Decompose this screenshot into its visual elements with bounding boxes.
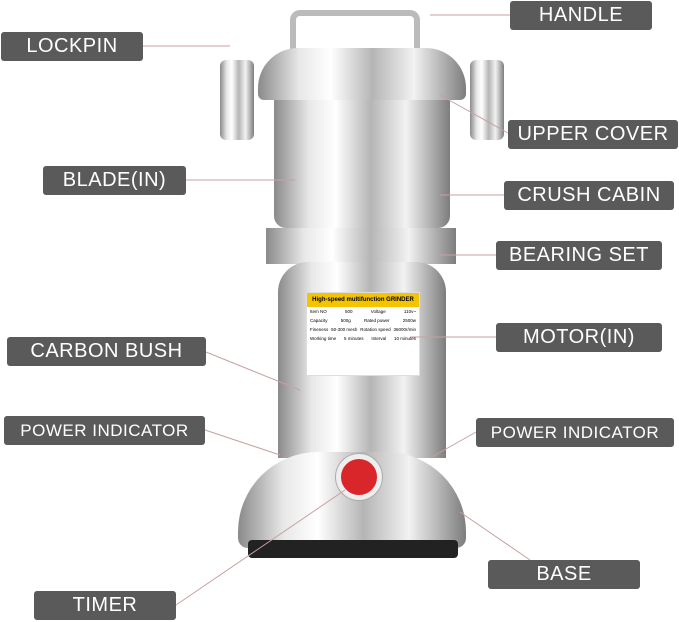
spec-plate: High-speed multifunction GRINDER Item NO… bbox=[306, 292, 420, 376]
leader-power-indicator-left bbox=[204, 429, 281, 456]
label-base: BASE bbox=[488, 560, 640, 589]
plate-value: 2500w bbox=[402, 318, 416, 323]
label-lockpin: LOCKPIN bbox=[1, 32, 143, 61]
label-motor: MOTOR(IN) bbox=[496, 323, 662, 352]
label-power-indicator-right: POWER INDICATOR bbox=[476, 418, 674, 447]
leader-base bbox=[459, 511, 531, 561]
plate-key: Voltage bbox=[370, 309, 386, 314]
label-handle: HANDLE bbox=[510, 1, 652, 30]
plate-key: Fineness bbox=[310, 327, 329, 332]
lockpin-right bbox=[470, 60, 504, 140]
crush-cabin bbox=[274, 100, 450, 228]
plate-key: Rotation speed bbox=[360, 327, 391, 332]
label-upper-cover: UPPER COVER bbox=[508, 120, 678, 149]
label-blade: BLADE(IN) bbox=[43, 166, 186, 195]
label-power-indicator-left: POWER INDICATOR bbox=[4, 416, 205, 445]
plate-value: 50-300 mesh bbox=[331, 327, 358, 332]
plate-value: 500 bbox=[344, 309, 353, 314]
plate-key: Interval bbox=[371, 336, 387, 341]
label-bearing-set: BEARING SET bbox=[496, 241, 662, 270]
label-timer: TIMER bbox=[34, 591, 176, 620]
bearing-set bbox=[266, 228, 456, 264]
plate-key: Capacity bbox=[310, 318, 328, 323]
lockpin-left bbox=[220, 60, 254, 140]
timer-knob[interactable] bbox=[336, 454, 382, 500]
handle bbox=[290, 10, 420, 58]
plate-row: Item NO 500 Voltage 110v~ bbox=[307, 307, 419, 316]
upper-cover bbox=[258, 48, 466, 100]
plate-key: Rated power bbox=[363, 318, 390, 323]
plate-value: 500g bbox=[340, 318, 351, 323]
plate-row: Capacity 500g Rated power 2500w bbox=[307, 316, 419, 325]
plate-title: High-speed multifunction GRINDER bbox=[307, 293, 419, 307]
plate-value: 36000r/min bbox=[393, 327, 416, 332]
plate-value: 5 minutes bbox=[344, 336, 364, 341]
plate-value: 110v~ bbox=[403, 309, 416, 314]
plate-value: 10 minutes bbox=[393, 336, 416, 341]
plate-key: Item NO bbox=[310, 309, 327, 314]
label-carbon-bush: CARBON BUSH bbox=[7, 337, 206, 366]
plate-row: Working time 5 minutes Interval 10 minutes bbox=[307, 334, 419, 343]
feet bbox=[248, 540, 458, 558]
label-crush-cabin: CRUSH CABIN bbox=[504, 181, 674, 210]
plate-key: Working time bbox=[310, 336, 337, 341]
